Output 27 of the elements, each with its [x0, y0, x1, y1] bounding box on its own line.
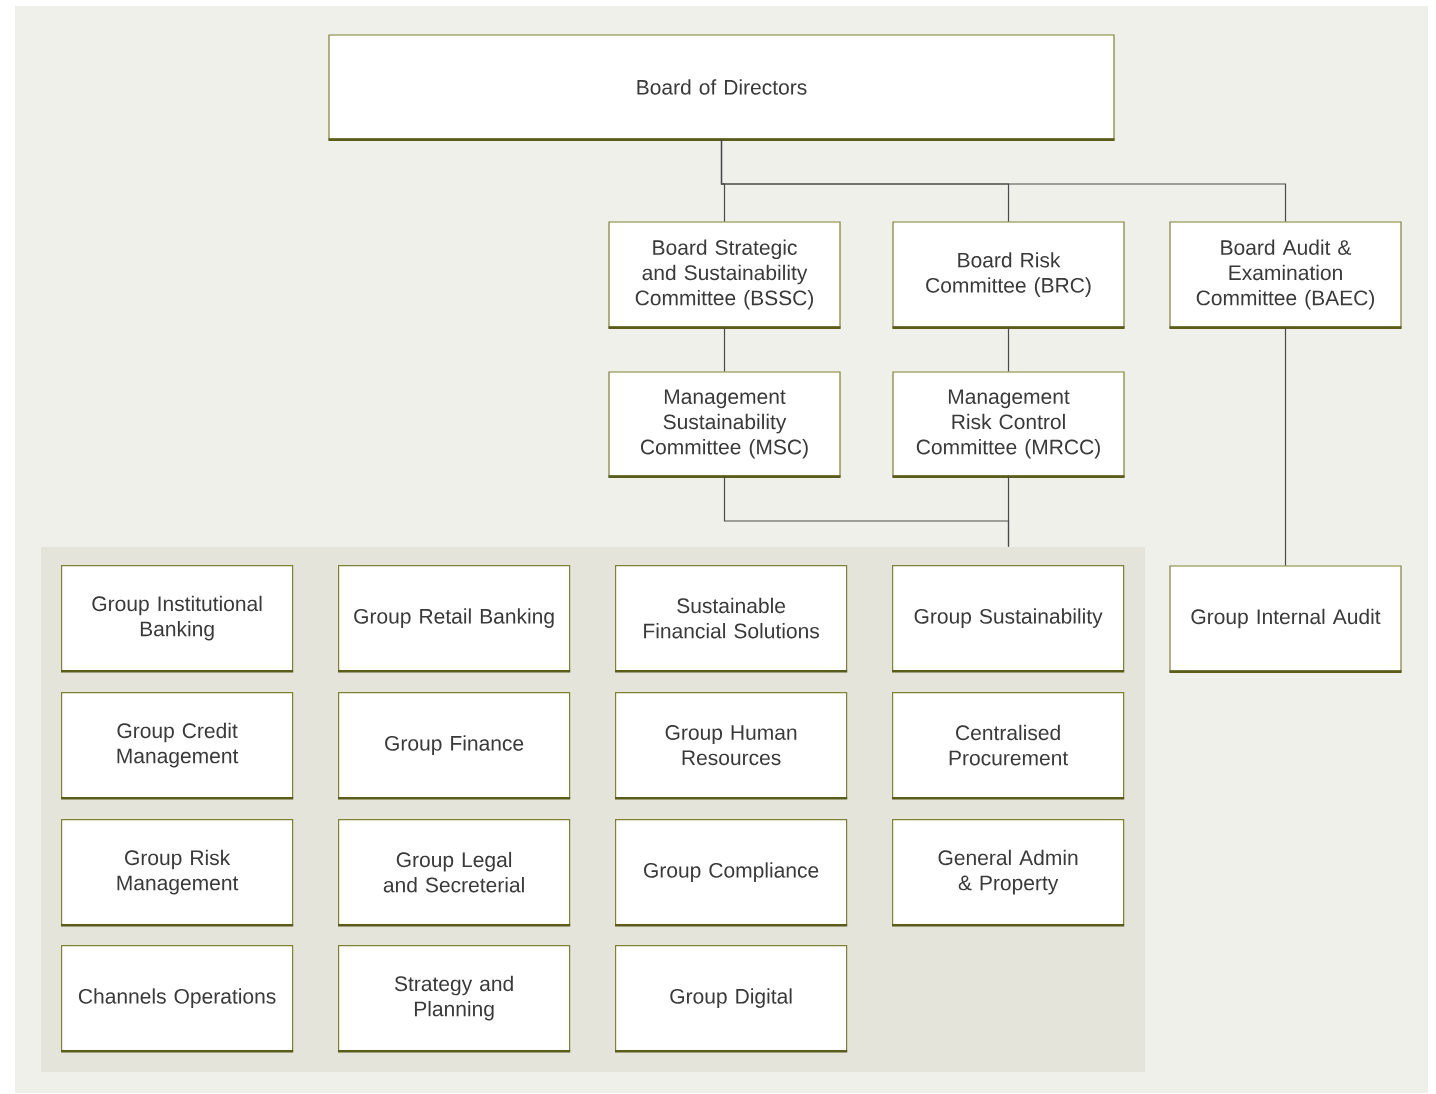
org-box: Group Legal and Secreterial — [338, 819, 571, 927]
org-box: Group Human Resources — [615, 692, 848, 800]
org-box: Group Credit Management — [61, 692, 294, 800]
org-box: Channels Operations — [61, 945, 294, 1053]
connector-line — [1007, 327, 1010, 372]
org-box: Management Sustainability Committee (MSC) — [608, 371, 841, 478]
org-box: Board Audit & Examination Committee (BAEC) — [1169, 221, 1402, 329]
org-box: Group Sustainability — [892, 565, 1125, 673]
connector-line — [1284, 327, 1287, 566]
org-box: General Admin & Property — [892, 819, 1125, 927]
org-box: Management Risk Control Committee (MRCC) — [892, 371, 1125, 478]
org-box: Group Institutional Banking — [61, 565, 294, 673]
org-box: Sustainable Financial Solutions — [615, 565, 848, 673]
org-box: Group Finance — [338, 692, 571, 800]
org-box: Group Risk Management — [61, 819, 294, 927]
org-box: Board of Directors — [328, 34, 1115, 141]
org-box: Group Compliance — [615, 819, 848, 927]
org-box: Strategy and Planning — [338, 945, 571, 1053]
org-box: Group Digital — [615, 945, 848, 1053]
connector-line — [720, 139, 1287, 222]
org-box: Board Strategic and Sustainability Committee (BSSC) — [608, 221, 841, 329]
org-box: Group Internal Audit — [1169, 565, 1402, 673]
connector-line — [1007, 476, 1010, 548]
org-box: Centralised Procurement — [892, 692, 1125, 800]
org-box: Group Retail Banking — [338, 565, 571, 673]
connector-line — [723, 327, 726, 372]
org-box: Board Risk Committee (BRC) — [892, 221, 1125, 329]
